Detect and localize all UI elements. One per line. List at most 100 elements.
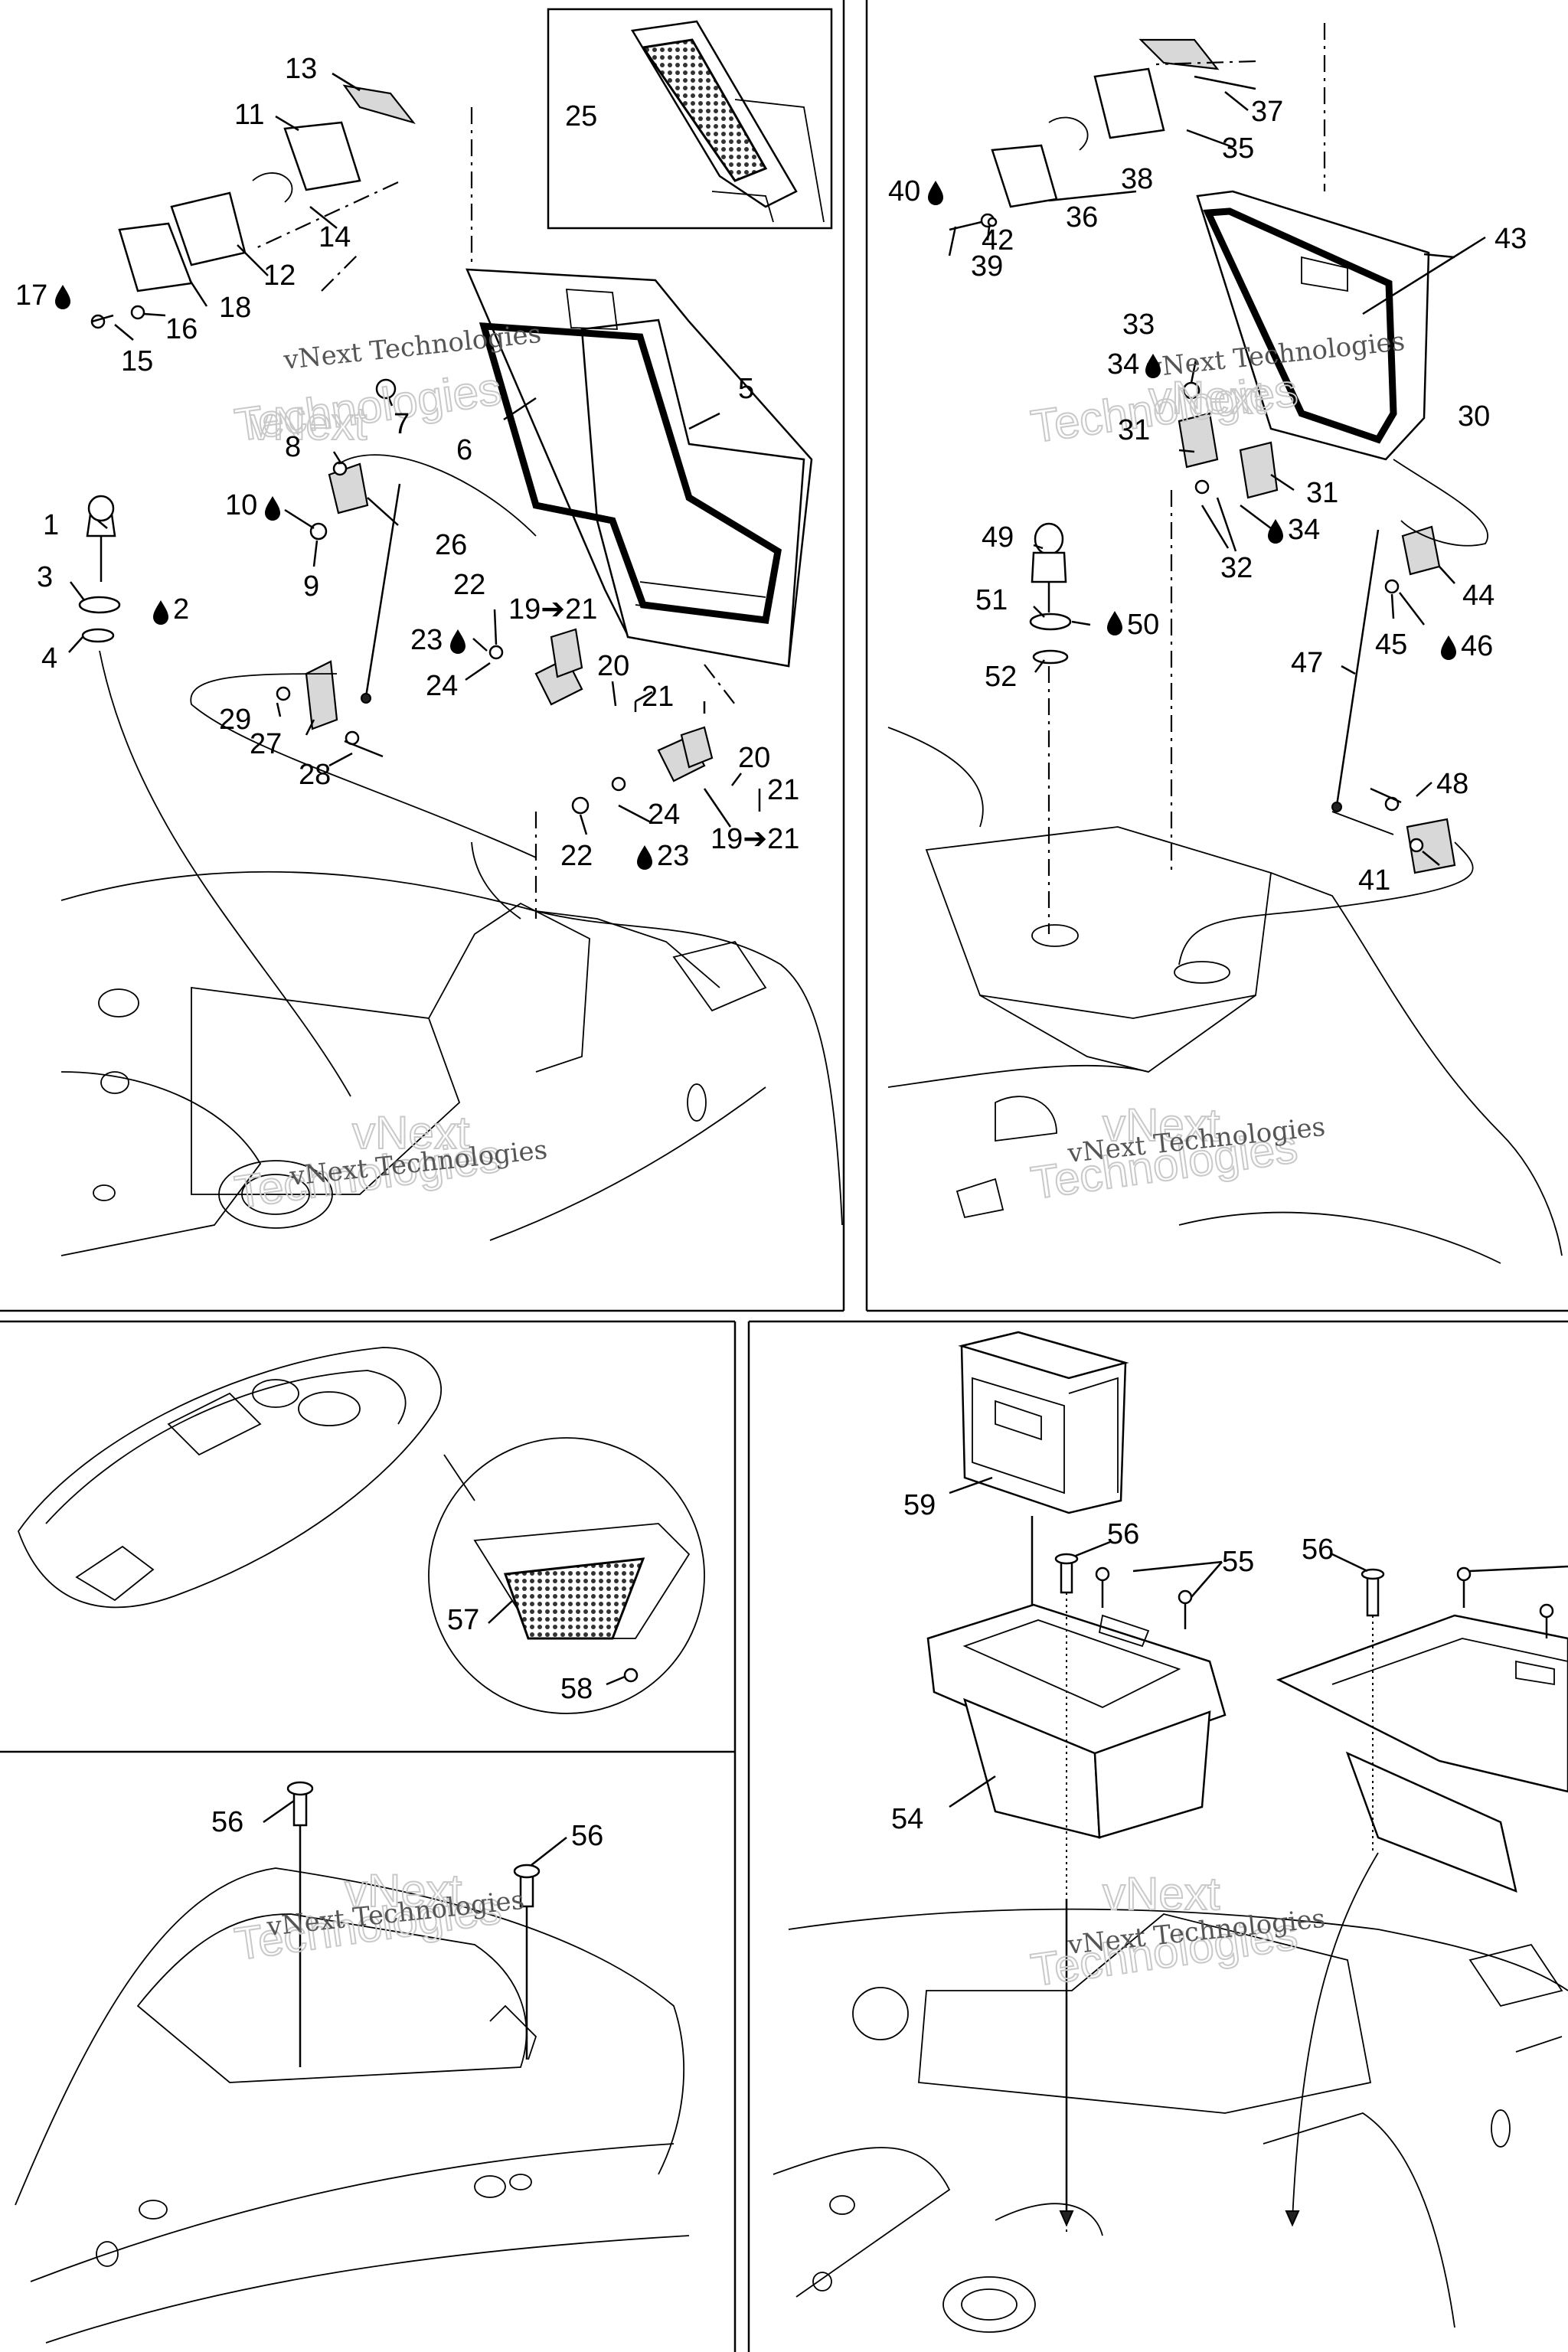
label-24a: 24 xyxy=(426,670,458,702)
label-51: 51 xyxy=(975,584,1008,616)
label-46: 46 xyxy=(1461,630,1493,662)
oil-drop-icon xyxy=(265,496,280,521)
label-34a: 34 xyxy=(1107,348,1139,381)
label-2: 2 xyxy=(173,593,189,626)
glove-box-lid xyxy=(466,268,813,668)
label-52: 52 xyxy=(985,661,1017,693)
label-12: 12 xyxy=(263,260,296,292)
bin-second xyxy=(1276,1614,1568,1893)
label-33: 33 xyxy=(1122,309,1155,341)
label-38: 38 xyxy=(1121,163,1153,195)
label-3: 3 xyxy=(37,561,53,593)
label-56-cooler-b: 56 xyxy=(1302,1534,1334,1566)
label-58: 58 xyxy=(560,1673,593,1705)
watermark-overlay-top: vNext xyxy=(250,398,368,449)
label-15: 15 xyxy=(121,345,153,377)
label-56-bow-b: 56 xyxy=(571,1820,603,1852)
label-14: 14 xyxy=(318,221,351,253)
watermark-overlay-top: vNext xyxy=(345,1865,462,1916)
watermark-overlay-top: vNext xyxy=(352,1107,470,1158)
oil-drop-icon xyxy=(153,600,168,625)
label-47: 47 xyxy=(1291,647,1323,679)
label-55: 55 xyxy=(1222,1546,1254,1578)
label-39: 39 xyxy=(971,250,1003,283)
label-17: 17 xyxy=(15,279,47,312)
watermark-overlay-top: vNext xyxy=(1102,1099,1220,1151)
label-5: 5 xyxy=(738,373,754,405)
label-9: 9 xyxy=(303,570,319,603)
label-40: 40 xyxy=(888,175,920,207)
label-22b: 22 xyxy=(560,840,593,872)
label-20b: 20 xyxy=(738,742,770,774)
label-31a: 31 xyxy=(1118,414,1150,446)
label-25: 25 xyxy=(565,100,597,132)
label-41: 41 xyxy=(1358,864,1390,897)
leader-lines xyxy=(68,72,1486,1866)
oil-drop-icon xyxy=(1441,635,1456,660)
oil-drop-icon xyxy=(1107,611,1122,635)
labels-glove-box: 1 2 3 4 5 6 7 8 9 10 11 12 13 14 15 16 1… xyxy=(15,53,799,872)
hull-glove-box xyxy=(60,871,843,1256)
label-45: 45 xyxy=(1375,629,1407,661)
label-28: 28 xyxy=(299,759,331,791)
label-48: 48 xyxy=(1436,768,1468,800)
net-57 xyxy=(503,1557,645,1640)
label-59: 59 xyxy=(903,1489,936,1521)
panel-cooler-bin xyxy=(773,1331,1568,2333)
labels-storage-lid: 30 31 31 32 33 34 34 35 36 37 38 39 40 4… xyxy=(888,96,1527,897)
oil-drop-icon xyxy=(55,285,70,309)
label-34b: 34 xyxy=(1288,514,1320,546)
watermark-text: vNext Technologies xyxy=(282,318,543,376)
label-24b: 24 xyxy=(648,799,680,831)
label-8: 8 xyxy=(285,431,301,463)
labels-lower-panels: 57 58 56 56 54 55 56 56 59 xyxy=(211,1489,1334,1852)
panel-glove-box xyxy=(60,20,843,1256)
panel-bow-storage xyxy=(15,1781,690,2344)
hull-bow-storage xyxy=(15,1867,690,2344)
oil-drop-icon xyxy=(1268,519,1283,544)
label-19-21b: 19➔21 xyxy=(710,823,799,855)
hull-cooler-bin xyxy=(773,1908,1568,2333)
label-19-21a: 19➔21 xyxy=(508,593,597,626)
label-29: 29 xyxy=(219,704,251,736)
label-56-bow-a: 56 xyxy=(211,1806,243,1838)
label-44: 44 xyxy=(1462,580,1494,612)
label-7: 7 xyxy=(394,408,410,440)
label-56-cooler-a: 56 xyxy=(1107,1518,1139,1550)
label-6: 6 xyxy=(456,434,472,466)
label-36: 36 xyxy=(1066,201,1098,234)
storage-lid xyxy=(1196,190,1430,461)
oil-drop-icon xyxy=(928,181,943,205)
watermark-overlay-top: vNext xyxy=(1148,372,1266,423)
label-30: 30 xyxy=(1458,400,1490,433)
label-18: 18 xyxy=(219,292,251,324)
label-23b: 23 xyxy=(657,840,689,872)
label-13: 13 xyxy=(285,53,317,85)
label-16: 16 xyxy=(165,313,198,345)
label-22a: 22 xyxy=(453,569,485,601)
panel-boat-net xyxy=(17,1347,705,1714)
label-10: 10 xyxy=(225,489,257,521)
label-4: 4 xyxy=(41,642,57,675)
label-11: 11 xyxy=(234,99,264,131)
label-27: 27 xyxy=(250,728,282,760)
label-26: 26 xyxy=(435,529,467,561)
label-57: 57 xyxy=(447,1604,479,1636)
panel-storage-lid xyxy=(887,23,1563,1264)
label-37: 37 xyxy=(1251,96,1283,128)
label-21a: 21 xyxy=(642,681,674,713)
label-35: 35 xyxy=(1222,132,1254,165)
label-42: 42 xyxy=(982,224,1014,256)
label-23a: 23 xyxy=(410,624,443,656)
oil-drop-icon xyxy=(637,845,652,870)
label-20a: 20 xyxy=(597,650,629,682)
watermark-overlay-top: vNext xyxy=(1102,1868,1220,1919)
label-31b: 31 xyxy=(1306,477,1338,509)
label-50: 50 xyxy=(1127,609,1159,641)
label-54: 54 xyxy=(891,1803,923,1835)
hull-storage-lid xyxy=(887,727,1563,1264)
bin-54 xyxy=(926,1603,1227,1839)
inset-lid-mesh xyxy=(630,20,825,223)
boat-overview xyxy=(17,1347,443,1609)
